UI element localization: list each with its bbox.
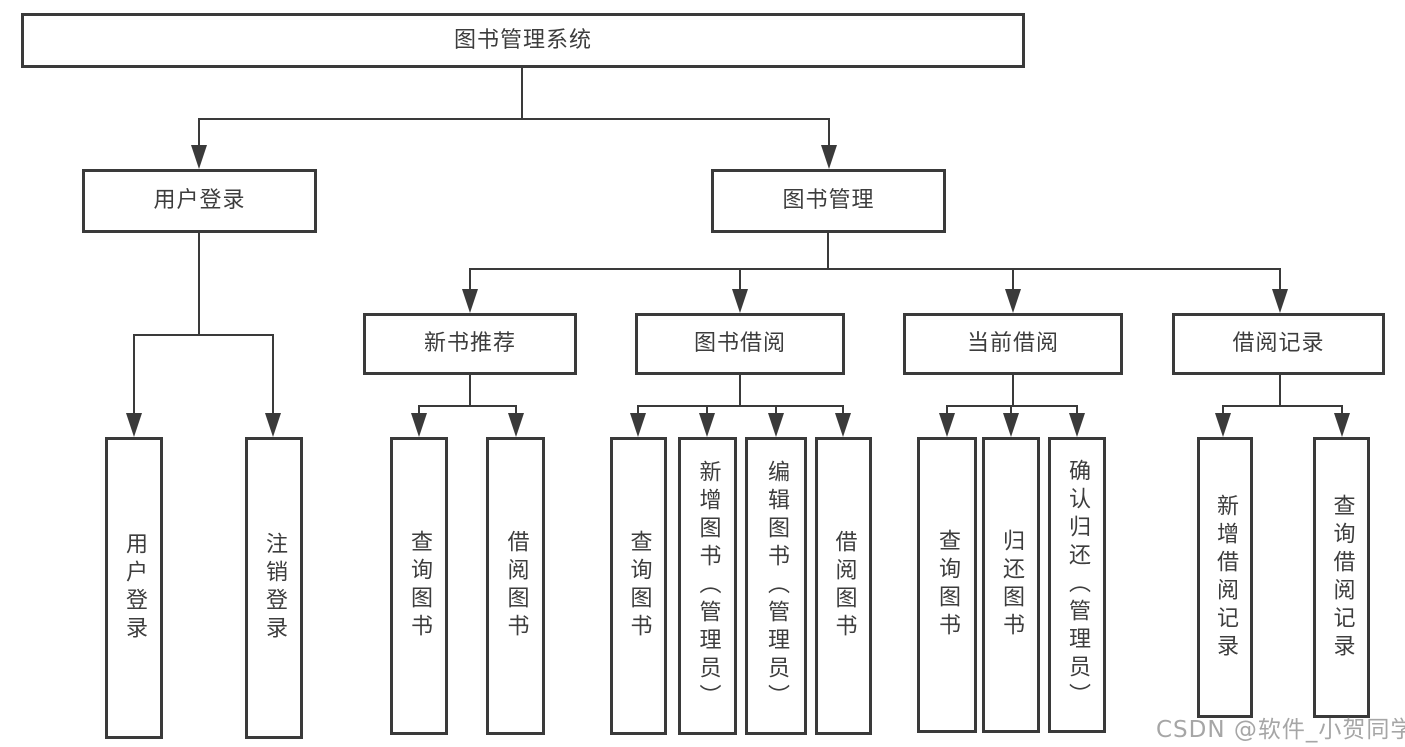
connector-line: [515, 405, 517, 417]
connector-line: [272, 334, 274, 416]
connector-line: [637, 405, 639, 417]
connector-line: [469, 268, 471, 292]
leaf-user-login: 用户登录: [105, 437, 163, 739]
connector-line: [198, 233, 200, 336]
connector-line: [1222, 405, 1224, 417]
connector-line: [133, 334, 274, 336]
connector-line: [418, 405, 517, 407]
arrow-down-icon: [126, 413, 142, 437]
arrow-down-icon: [265, 413, 281, 437]
connector-line: [706, 405, 708, 417]
arrow-down-icon: [462, 289, 478, 313]
connector-line: [946, 405, 948, 417]
connector-line: [521, 68, 523, 120]
arrow-down-icon: [939, 413, 955, 437]
leaf-search-borrow-record: 查询借阅记录: [1313, 437, 1370, 718]
arrow-down-icon: [411, 413, 427, 437]
node-current-borrowing: 当前借阅: [903, 313, 1123, 375]
leaf-add-books-admin: 新增图书（管理员）: [678, 437, 737, 735]
leaf-logout: 注销登录: [245, 437, 303, 739]
connector-line: [1222, 405, 1343, 407]
leaf-confirm-return-admin: 确认归还（管理员）: [1048, 437, 1106, 733]
connector-line: [775, 405, 777, 417]
connector-line: [827, 233, 829, 270]
connector-line: [1279, 268, 1281, 292]
leaf-edit-books-admin: 编辑图书（管理员）: [745, 437, 807, 735]
arrow-down-icon: [821, 145, 837, 169]
connector-line: [946, 405, 1078, 407]
connector-line: [1279, 375, 1281, 407]
node-new-book-recommend: 新书推荐: [363, 313, 577, 375]
leaf-borrow-books-borrowing: 借阅图书: [815, 437, 872, 735]
arrow-down-icon: [630, 413, 646, 437]
node-book-management: 图书管理: [711, 169, 946, 233]
node-user-login: 用户登录: [82, 169, 317, 233]
arrow-down-icon: [1069, 413, 1085, 437]
connector-line: [469, 268, 1281, 270]
csdn-watermark: CSDN @软件_小贺同学: [1156, 717, 1405, 743]
connector-line: [637, 405, 844, 407]
leaf-search-books-recommend: 查询图书: [390, 437, 448, 735]
connector-line: [739, 268, 741, 292]
connector-line: [418, 405, 420, 417]
connector-line: [1076, 405, 1078, 417]
connector-line: [739, 375, 741, 407]
connector-line: [198, 118, 830, 120]
leaf-search-books-current: 查询图书: [917, 437, 977, 733]
connector-line: [1010, 405, 1012, 417]
arrow-down-icon: [1215, 413, 1231, 437]
connector-line: [828, 118, 830, 148]
connector-line: [133, 334, 135, 416]
node-borrowing-records: 借阅记录: [1172, 313, 1385, 375]
arrow-down-icon: [1005, 289, 1021, 313]
leaf-add-borrow-record: 新增借阅记录: [1197, 437, 1253, 718]
arrow-down-icon: [835, 413, 851, 437]
leaf-search-books-borrowing: 查询图书: [610, 437, 667, 735]
connector-line: [1012, 268, 1014, 292]
connector-line: [1341, 405, 1343, 417]
arrow-down-icon: [732, 289, 748, 313]
arrow-down-icon: [768, 413, 784, 437]
leaf-borrow-books-recommend: 借阅图书: [486, 437, 545, 735]
arrow-down-icon: [1272, 289, 1288, 313]
node-book-borrowing: 图书借阅: [635, 313, 845, 375]
connector-line: [842, 405, 844, 417]
connector-line: [198, 118, 200, 148]
connector-line: [1012, 375, 1014, 407]
connector-line: [469, 375, 471, 407]
arrow-down-icon: [699, 413, 715, 437]
arrow-down-icon: [1003, 413, 1019, 437]
node-library-system: 图书管理系统: [21, 13, 1025, 68]
arrow-down-icon: [191, 145, 207, 169]
arrow-down-icon: [508, 413, 524, 437]
leaf-return-books: 归还图书: [982, 437, 1040, 733]
arrow-down-icon: [1334, 413, 1350, 437]
